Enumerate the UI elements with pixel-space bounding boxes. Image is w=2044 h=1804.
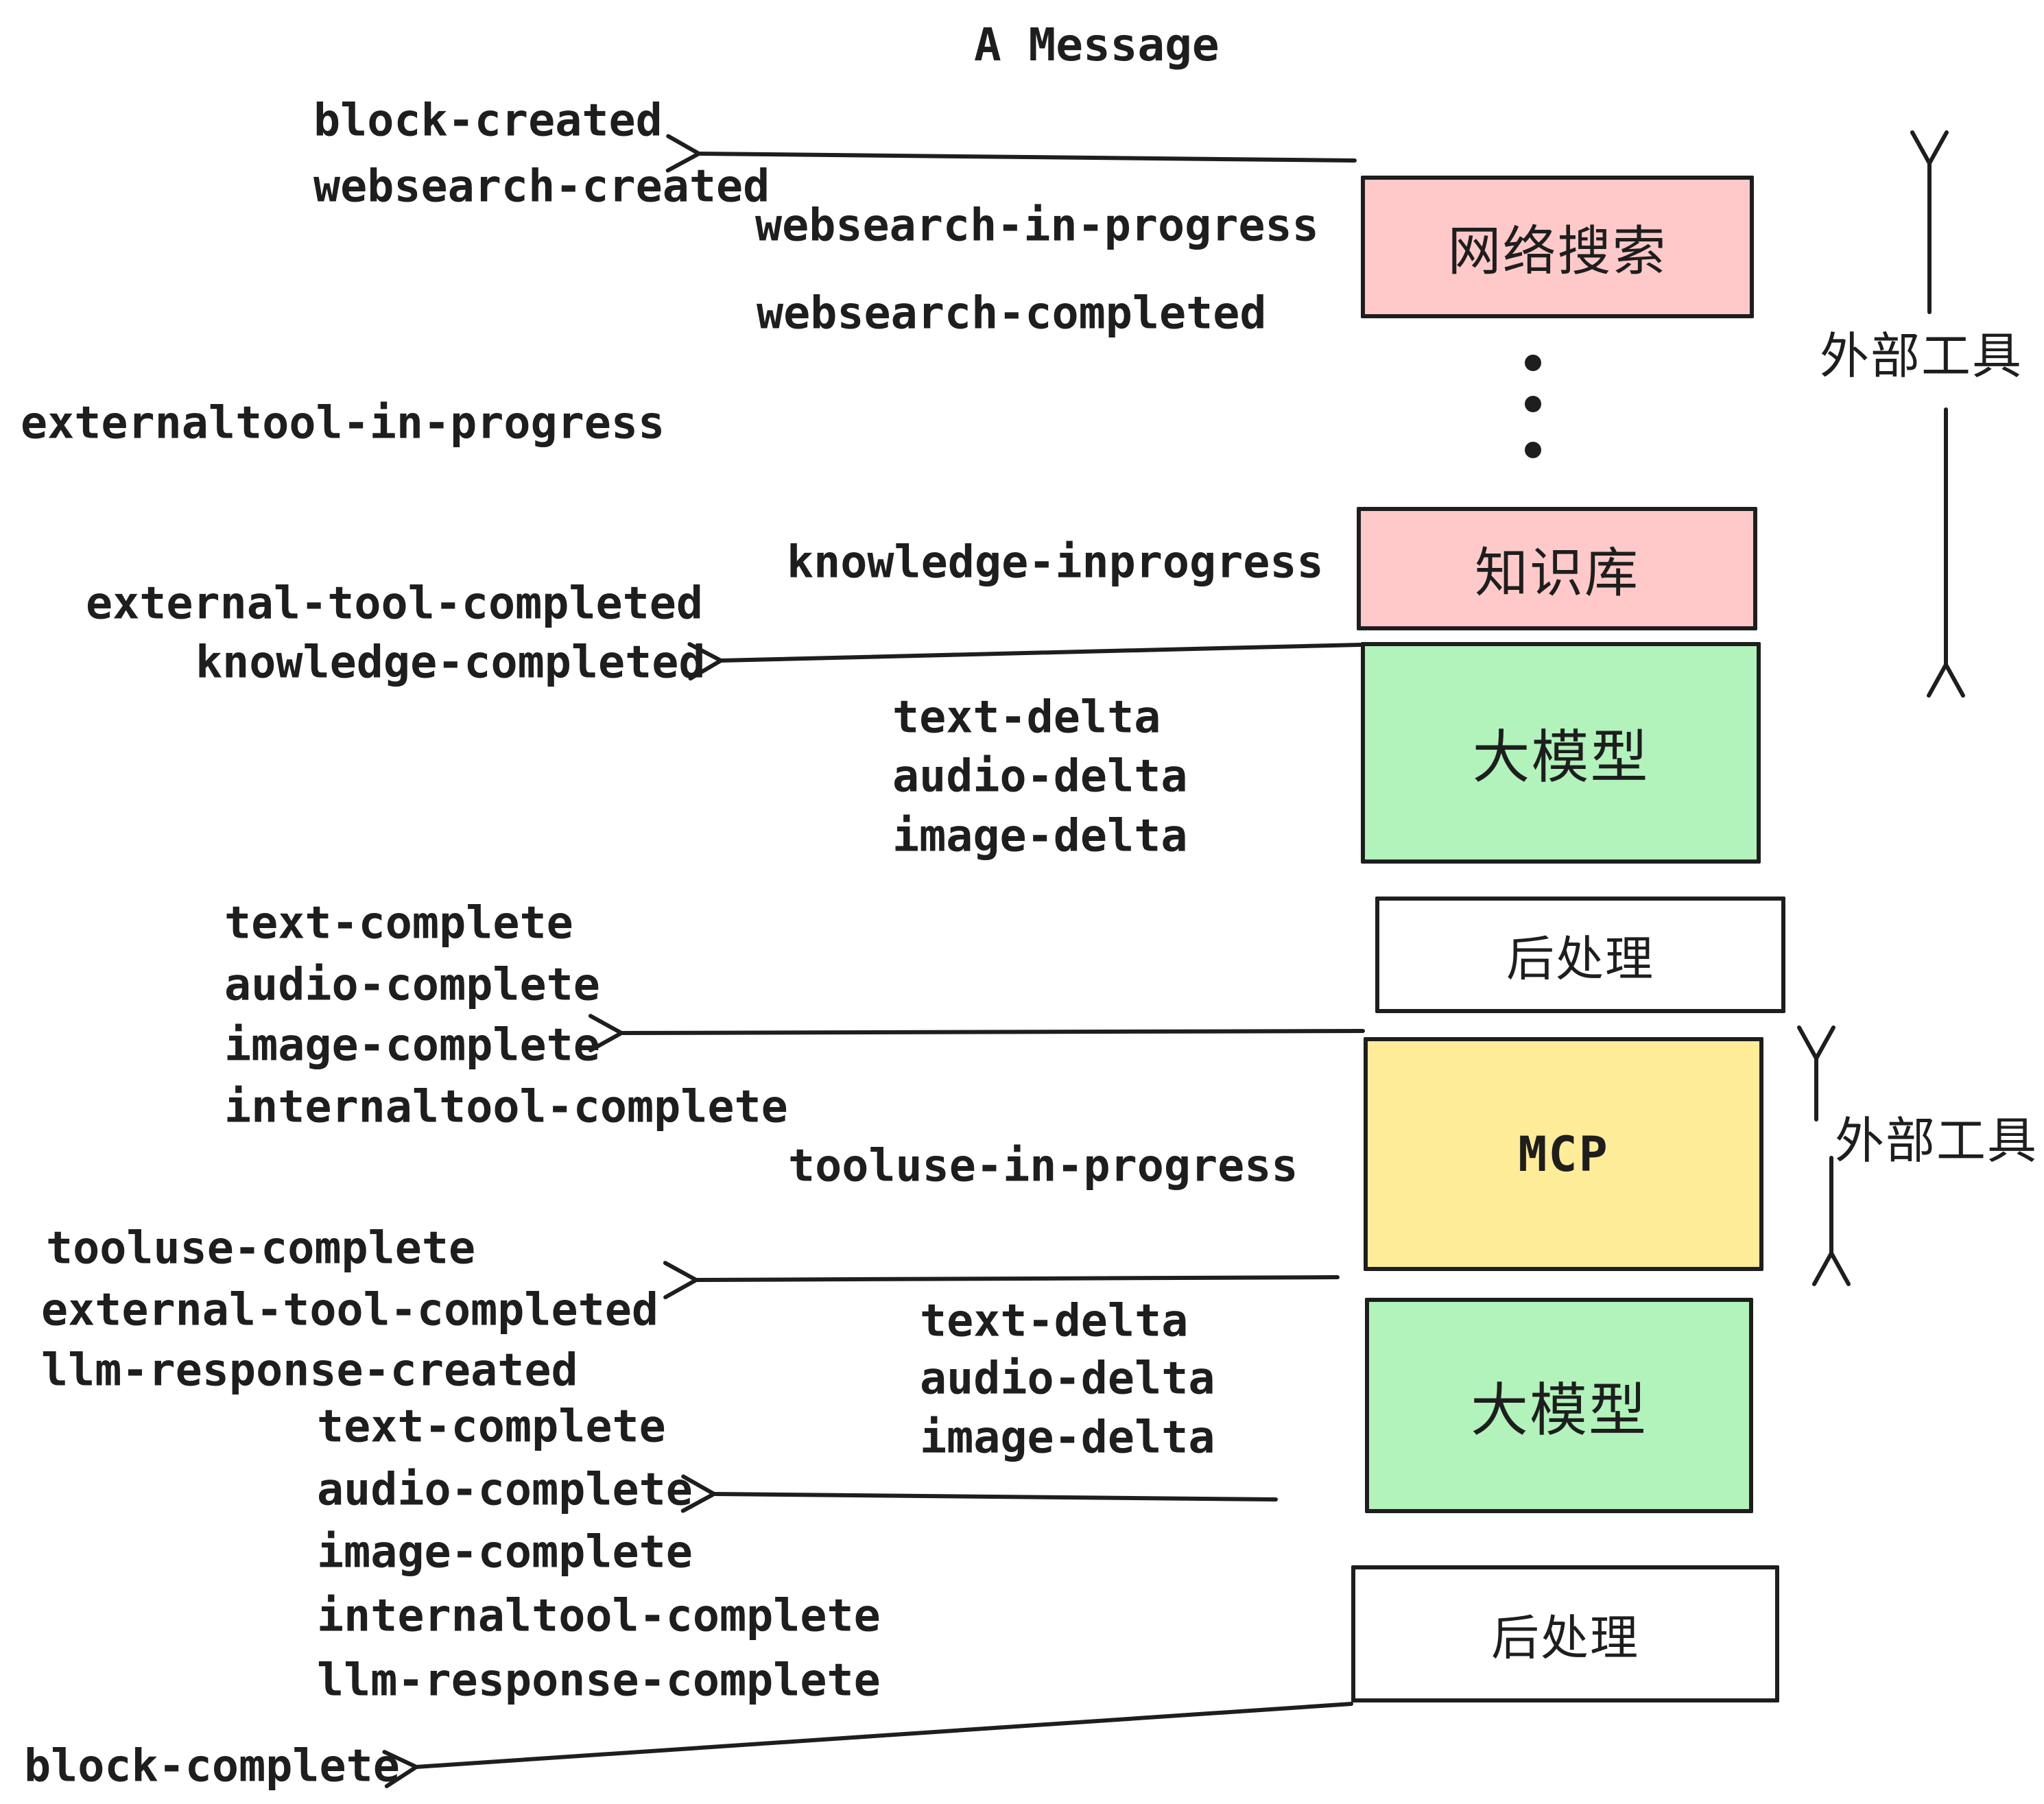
- event-image-complete-1: image-complete: [224, 1019, 600, 1071]
- event-tooluse-complete: tooluse-complete: [46, 1222, 476, 1274]
- ellipsis-dot-1: [1525, 355, 1541, 371]
- event-knowledge-inprogress: knowledge-inprogress: [787, 536, 1324, 589]
- event-internaltool-complete-1: internaltool-complete: [224, 1081, 788, 1133]
- event-block-complete: block-complete: [24, 1740, 400, 1792]
- event-tooluse-in-progress: tooluse-in-progress: [788, 1140, 1298, 1192]
- event-audio-delta-2: audio-delta: [920, 1353, 1215, 1405]
- arrow-to-knowledge-completed: [687, 642, 1362, 681]
- event-websearch-completed: websearch-completed: [757, 287, 1267, 340]
- box-mcp: MCP: [1364, 1037, 1763, 1271]
- event-websearch-in-progress: websearch-in-progress: [755, 200, 1319, 252]
- event-audio-complete-2: audio-complete: [317, 1464, 693, 1516]
- event-external-tool-completed-2: external-tool-completed: [41, 1284, 659, 1336]
- event-text-delta-1: text-delta: [892, 691, 1161, 744]
- side-label-external-tools-1: 外部工具: [1820, 329, 2023, 384]
- box-websearch: 网络搜索: [1361, 176, 1754, 318]
- box-knowledge: 知识库: [1357, 507, 1757, 630]
- event-external-tool-completed-1: external-tool-completed: [86, 578, 704, 630]
- side-label-external-tools-2: 外部工具: [1835, 1114, 2039, 1169]
- box-llm-1: 大模型: [1361, 642, 1761, 864]
- event-image-delta-1: image-delta: [892, 810, 1188, 862]
- box-label-knowledge: 知识库: [1474, 543, 1639, 603]
- event-text-complete-1: text-complete: [224, 897, 573, 949]
- arrow-to-image-complete: [588, 1014, 1365, 1053]
- box-label-llm-1: 大模型: [1472, 725, 1650, 790]
- event-internaltool-complete-2: internaltool-complete: [317, 1590, 881, 1642]
- box-llm-2: 大模型: [1365, 1298, 1753, 1513]
- event-audio-delta-1: audio-delta: [892, 750, 1188, 803]
- event-llm-response-complete: llm-response-complete: [317, 1654, 881, 1707]
- event-block-created: block-created: [313, 95, 663, 147]
- box-label-websearch: 网络搜索: [1447, 221, 1667, 281]
- event-websearch-created: websearch-created: [313, 161, 770, 213]
- box-post-2: 后处理: [1351, 1565, 1779, 1702]
- event-text-complete-2: text-complete: [317, 1401, 666, 1453]
- box-label-llm-2: 大模型: [1470, 1377, 1648, 1443]
- box-label-mcp: MCP: [1518, 1126, 1609, 1183]
- event-image-delta-2: image-delta: [920, 1412, 1215, 1464]
- box-label-post-2: 后处理: [1491, 1611, 1639, 1665]
- box-post-1: 后处理: [1375, 897, 1785, 1013]
- event-text-delta-2: text-delta: [920, 1295, 1189, 1347]
- arrow-to-block-complete: [382, 1702, 1353, 1788]
- event-audio-complete-1: audio-complete: [224, 959, 600, 1011]
- event-llm-response-created: llm-response-created: [41, 1344, 578, 1397]
- ellipsis-dot-2: [1525, 396, 1541, 412]
- arrow-to-tooluse-complete: [663, 1261, 1340, 1300]
- page-title: A Message: [974, 19, 1220, 71]
- arrow-to-block-created: [665, 134, 1357, 173]
- event-externaltool-in-progress: externaltool-in-progress: [21, 397, 665, 449]
- box-label-post-1: 后处理: [1506, 931, 1654, 986]
- arrow-to-audio-complete: [680, 1474, 1278, 1513]
- event-knowledge-completed: knowledge-completed: [195, 637, 706, 689]
- ellipsis-dot-3: [1525, 442, 1541, 458]
- event-image-complete-2: image-complete: [317, 1526, 693, 1578]
